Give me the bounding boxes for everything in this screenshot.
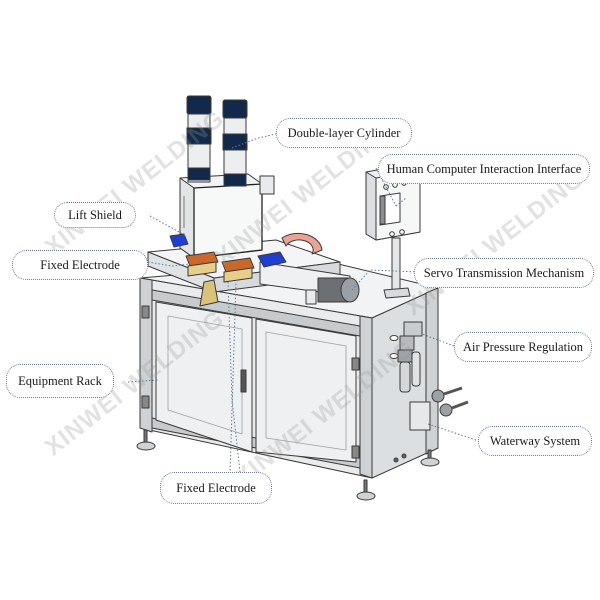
callout-fixed-electrode-bottom: Fixed Electrode [160,472,272,504]
callout-label: Equipment Rack [18,373,102,388]
callout-double-layer-cylinder: Double-layer Cylinder [276,118,412,148]
waterway-valve-unit [409,386,469,431]
callout-waterway-system: Waterway System [478,426,592,456]
left-door [155,301,253,453]
double-layer-cylinder-right [222,99,248,187]
door-handle [240,369,247,393]
callout-label: Air Pressure Regulation [462,339,584,354]
callout-label: Fixed Electrode [40,257,120,272]
callout-label: Fixed Electrode [176,480,256,495]
callout-human-computer-interaction-interface: Human Computer Interaction Interface [378,154,590,184]
lift-shield-block-left [169,233,189,248]
hmi-stand-pole [391,237,401,291]
leveling-feet [136,429,440,501]
callout-label: Servo Transmission Mechanism [423,265,585,280]
callout-label: Waterway System [489,433,581,448]
callout-lift-shield: Lift Shield [54,202,136,228]
callout-fixed-electrode-left: Fixed Electrode [12,250,148,280]
right-door [255,318,357,463]
servo-motor [305,277,360,305]
double-layer-cylinder-left [186,95,212,183]
callout-air-pressure-regulation: Air Pressure Regulation [454,332,592,362]
electrode-support [199,279,219,307]
callout-equipment-rack: Equipment Rack [6,364,114,398]
servo-ring [281,232,323,255]
callout-label: Lift Shield [68,207,122,222]
lift-shield-block-right [257,251,287,268]
callout-label: Double-layer Cylinder [287,125,401,140]
air-pressure-regulator-unit [397,321,423,393]
callout-label: Human Computer Interaction Interface [386,161,582,176]
callout-servo-transmission-mechanism: Servo Transmission Mechanism [414,258,594,288]
